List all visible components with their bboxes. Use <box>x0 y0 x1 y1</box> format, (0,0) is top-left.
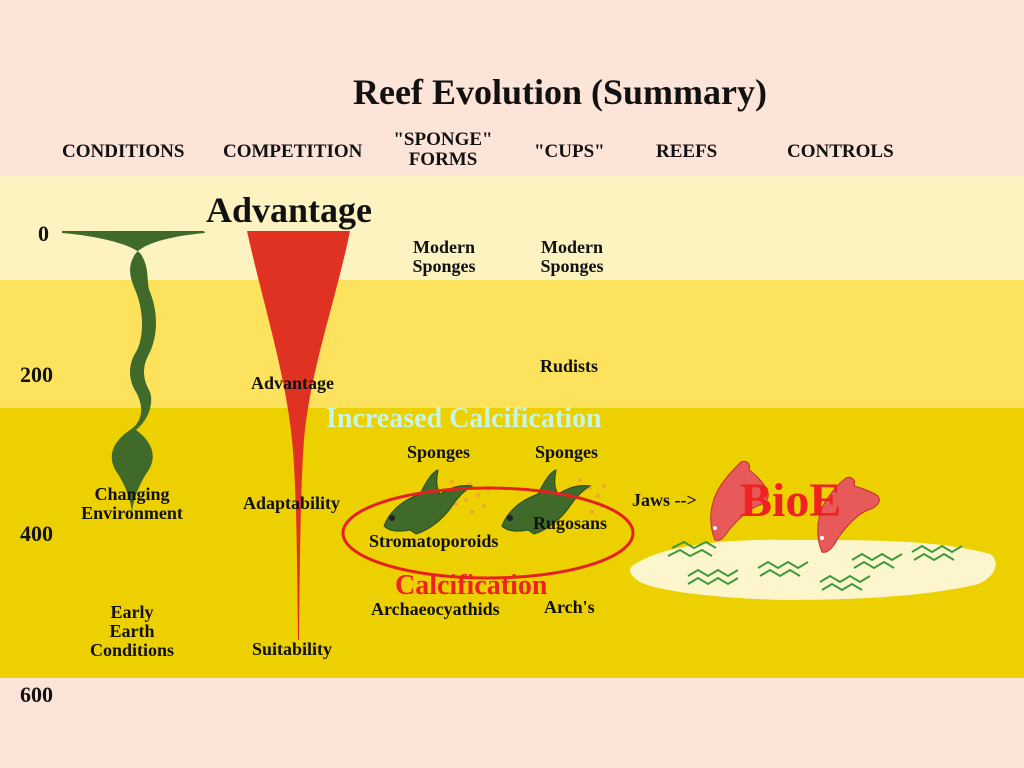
header-conditions: CONDITIONS <box>62 141 185 162</box>
time-tick-200: 200 <box>20 362 53 387</box>
parrotfish-icon <box>710 461 769 541</box>
reef-platform-icon <box>630 539 996 600</box>
fish-icon <box>383 469 474 535</box>
label-rugosans: Rugosans <box>533 513 608 533</box>
band-middle <box>0 280 1024 408</box>
time-tick-400: 400 <box>20 521 53 546</box>
label-jaws: Jaws --> <box>632 490 697 510</box>
label-early: Early <box>110 602 154 622</box>
header-competition: COMPETITION <box>223 141 363 162</box>
label-changing: Changing <box>94 484 170 504</box>
label-conditions: Conditions <box>89 639 175 660</box>
label-sponges: Sponges <box>540 255 604 276</box>
label-sponges-cups: Sponges <box>535 442 599 462</box>
label-modern-sponges-cups: Modern Sponges <box>532 238 612 276</box>
header-reefs: REEFS <box>656 141 718 162</box>
header-sponge-forms-line2: FORMS <box>408 148 478 170</box>
label-advantage: Advantage <box>251 373 335 393</box>
band-recent <box>0 176 1024 280</box>
label-advantage-top: Advantage <box>206 190 373 230</box>
label-archs: Arch's <box>544 597 595 617</box>
label-adaptability: Adaptability <box>243 493 341 513</box>
label-earth: Earth <box>109 620 155 641</box>
page-title: Reef Evolution (Summary) <box>353 72 767 112</box>
label-increased-calcification: Increased Calcification <box>326 403 602 434</box>
header-controls: CONTROLS <box>787 141 894 162</box>
label-modern: Modern <box>541 237 603 257</box>
label-sponges: Sponges <box>412 255 476 276</box>
label-modern-sponges-forms: Modern Sponges <box>404 238 484 276</box>
label-environment: Environment <box>81 502 183 523</box>
competition-shape <box>247 231 350 640</box>
label-changing-environment: Changing Environment <box>74 485 190 523</box>
label-rudists: Rudists <box>540 356 599 376</box>
label-early-earth-conditions: Early Earth Conditions <box>82 603 182 660</box>
label-suitability: Suitability <box>252 639 333 659</box>
conditions-shape <box>62 231 205 512</box>
header-sponge-forms-line1: "SPONGE" <box>393 129 493 150</box>
label-archaeocyathids: Archaeocyathids <box>371 599 500 619</box>
parrotfish-icon <box>817 477 880 553</box>
label-bioe: BioE <box>740 474 842 527</box>
label-sponges-forms: Sponges <box>407 442 471 462</box>
label-calcification: Calcification <box>395 570 548 601</box>
time-tick-0: 0 <box>38 221 49 246</box>
header-sponge-forms: "SPONGE" FORMS <box>390 130 496 170</box>
calcification-ellipse <box>341 486 635 580</box>
label-stromatoporoids: Stromatoporoids <box>369 531 499 551</box>
label-modern: Modern <box>413 237 475 257</box>
header-cups: "CUPS" <box>534 141 605 162</box>
seagrass-icon <box>667 540 963 592</box>
time-tick-600: 600 <box>20 682 53 707</box>
